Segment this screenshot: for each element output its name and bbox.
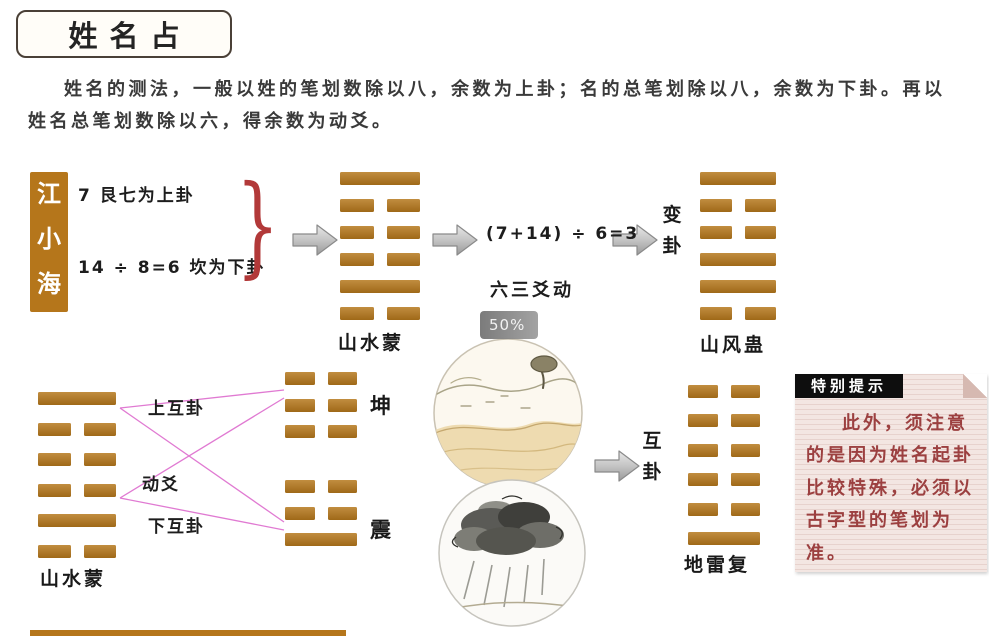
flow-arrow-icon (612, 224, 658, 256)
yin-line (285, 372, 357, 385)
yin-line (285, 506, 357, 520)
yin-line (285, 480, 357, 493)
section-title-box: 姓名占 (16, 10, 232, 58)
example-name-box: 江小海 (30, 172, 68, 312)
yin-line (38, 544, 116, 558)
special-note-header: 特别提示 (795, 374, 903, 398)
yang-line (340, 280, 420, 293)
yin-line (688, 473, 760, 487)
flow-arrow-icon (594, 450, 640, 482)
yin-line (38, 422, 116, 436)
label-meng-source: 山水蒙 (40, 568, 107, 590)
hexagram-meng-original (340, 172, 420, 320)
label-zhen: 震 (370, 518, 394, 542)
yang-line (38, 392, 116, 405)
hexagram-gu-changed (700, 172, 776, 320)
yin-line (340, 253, 420, 266)
yang-line (38, 514, 116, 528)
yang-line (688, 531, 760, 545)
page-fold-corner (963, 374, 987, 398)
lower-mutual-label: 下互卦 (148, 517, 205, 537)
mutual-hexagram-label: 互卦 (642, 430, 662, 483)
yin-line (688, 414, 760, 428)
section-title: 姓名占 (68, 19, 192, 53)
intro-paragraph: 姓名的测法，一般以姓的笔划数除以八，余数为上卦；名的总笔划除以八，余数为下卦。再… (28, 79, 946, 133)
yin-line (340, 199, 420, 212)
lower-trigram-rule: 14 ÷ 8=6 坎为下卦 (78, 258, 266, 278)
yin-line (285, 398, 357, 412)
moving-line-text: 六三爻动 (490, 280, 574, 301)
yin-line (700, 226, 776, 239)
yin-line (38, 453, 116, 467)
yang-line (340, 172, 420, 185)
special-note-text: 此外，须注意的是因为姓名起卦比较特殊，必须以古字型的笔划为准。 (806, 413, 974, 564)
brace-decoration: } (236, 161, 280, 289)
yin-line (38, 483, 116, 497)
illustration-dry-riverbed (433, 338, 583, 488)
yang-line (700, 253, 776, 266)
yin-line (285, 425, 357, 438)
upper-trigram-rule: 7 艮七为上卦 (78, 186, 195, 206)
zoom-level-badge[interactable]: 50% (480, 311, 538, 339)
trigram-kun (285, 372, 357, 438)
flow-arrow-icon (432, 224, 478, 256)
label-kun: 坤 (370, 394, 394, 418)
illustration-storm-clouds (438, 479, 586, 627)
label-meng-original: 山水蒙 (338, 332, 405, 354)
label-fu-mutual: 地雷复 (684, 554, 751, 576)
special-note-card: 特别提示 此外，须注意的是因为姓名起卦比较特殊，必须以古字型的笔划为准。 (795, 374, 987, 572)
moving-line-label: 动爻 (142, 475, 180, 495)
yang-line (285, 533, 357, 546)
yin-line (688, 502, 760, 516)
trigram-zhen (285, 480, 357, 546)
label-gu-changed: 山风蛊 (700, 334, 767, 356)
yang-line (700, 280, 776, 293)
hexagram-fu-mutual (688, 385, 760, 545)
upper-mutual-label: 上互卦 (148, 399, 205, 419)
yin-line (688, 385, 760, 398)
yin-line (340, 307, 420, 320)
yin-line (340, 226, 420, 239)
changed-hexagram-label: 变卦 (662, 204, 682, 257)
hexagram-meng-source (38, 392, 116, 558)
moving-line-formula: (7+14) ÷ 6=3 (486, 224, 640, 244)
flow-arrow-icon (292, 224, 338, 256)
yin-line (688, 443, 760, 457)
next-section-band (30, 630, 346, 636)
yin-line (700, 307, 776, 320)
yin-line (700, 199, 776, 212)
yang-line (700, 172, 776, 185)
